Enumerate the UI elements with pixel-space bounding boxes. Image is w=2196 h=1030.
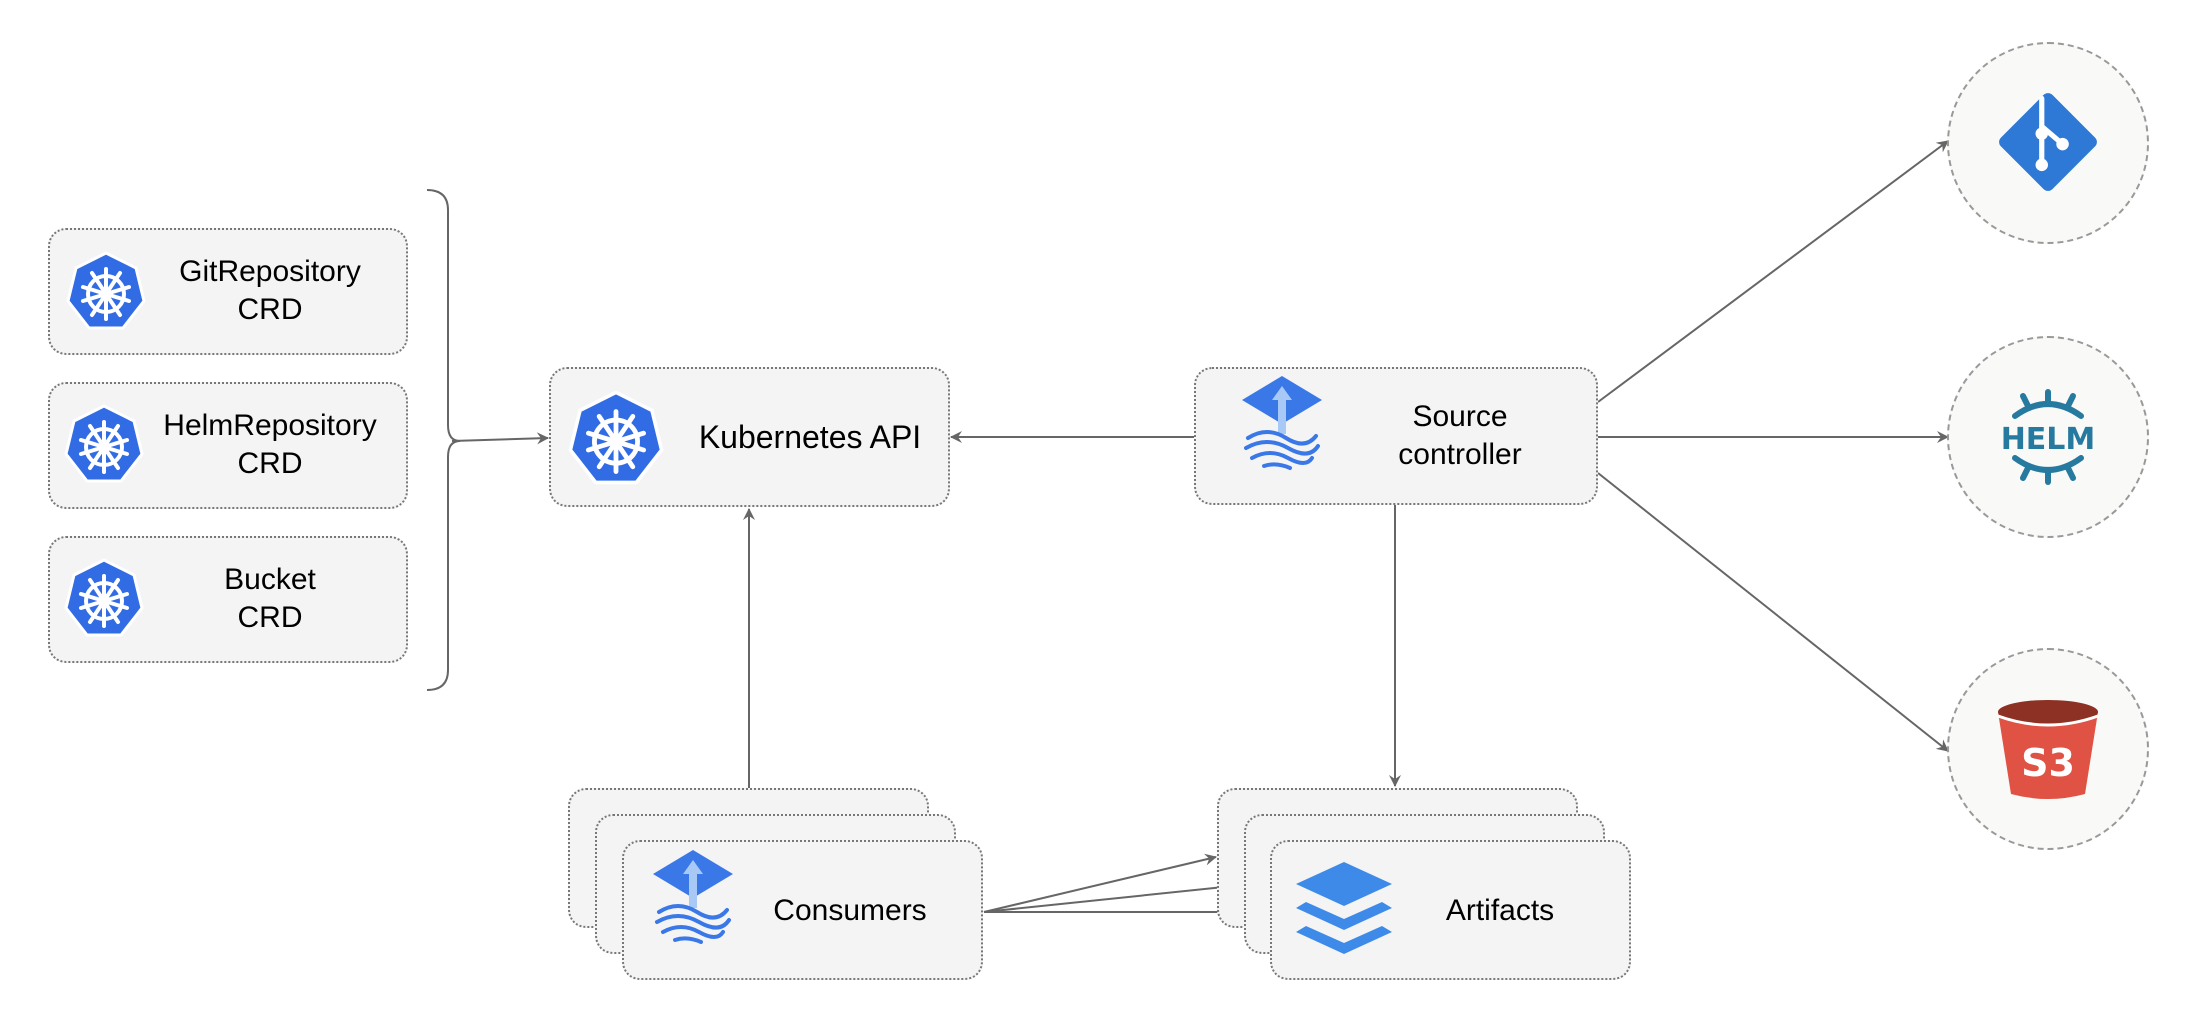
crd-type: CRD (237, 447, 303, 480)
source-controller-line1: Source (1412, 400, 1508, 433)
arrow-consumers-to-artifact-2 (983, 880, 1244, 913)
helm-icon: HELM (2001, 389, 2096, 485)
s3-bucket-icon: S3 (1997, 700, 2099, 799)
arrow-controller-to-s3 (1597, 472, 1949, 752)
arrow-controller-to-git (1597, 140, 1949, 403)
crd-box-helmrepository[interactable] (48, 382, 408, 509)
artifacts-box[interactable] (1270, 840, 1631, 980)
kubernetes-api-label: Kubernetes API (698, 419, 922, 455)
kubernetes-icon (568, 390, 664, 486)
crd-type: CRD (237, 601, 303, 634)
source-controller-label: Source controller (1340, 398, 1580, 474)
kubernetes-icon (64, 558, 144, 637)
crd-name: GitRepository (179, 255, 361, 288)
git-icon (1999, 93, 2097, 191)
helm-logo-text: HELM (2001, 422, 2096, 457)
git-source[interactable] (1947, 42, 2149, 244)
arrow-consumers-to-artifact-1 (983, 853, 1217, 913)
helm-source[interactable] (1947, 336, 2149, 538)
flux-icon (1242, 376, 1322, 470)
flux-icon (653, 850, 733, 944)
crd-name: Bucket (224, 563, 316, 596)
kubernetes-icon (66, 251, 146, 330)
s3-logo-text: S3 (2021, 741, 2075, 785)
artifacts-label: Artifacts (1445, 894, 1555, 927)
kubernetes-icon (64, 404, 144, 483)
crd-name: HelmRepository (163, 409, 377, 442)
consumers-label: Consumers (773, 894, 927, 927)
arrow-crds-to-api (451, 432, 549, 445)
crd-type: CRD (237, 293, 303, 326)
source-controller-line2: controller (1398, 438, 1522, 471)
layers-icon (1296, 862, 1392, 954)
